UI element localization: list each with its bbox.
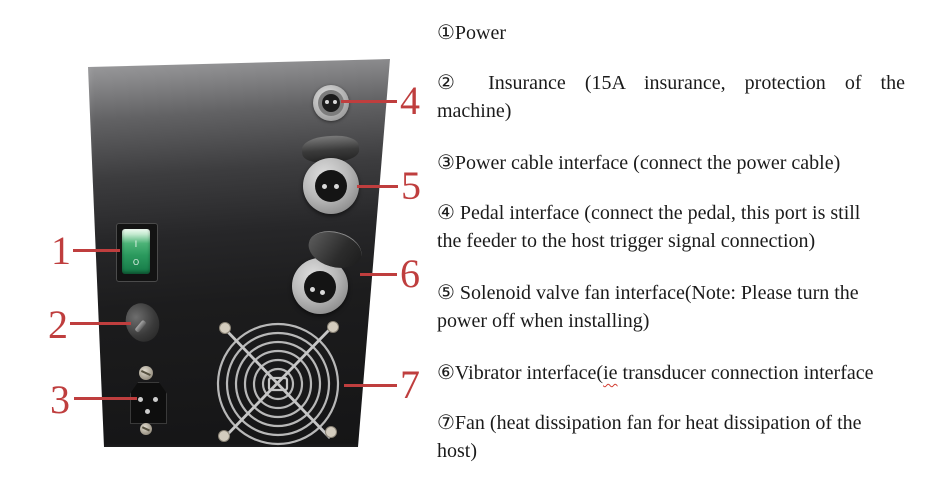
description-power-cable-interface: ③Power cable interface (connect the powe…: [437, 152, 841, 174]
connector-socket: [322, 94, 340, 112]
connector-socket: [315, 170, 347, 202]
description-vibrator-interface: ⑥Vibrator interface(ie transducer connec…: [437, 362, 874, 384]
inlet-socket: [130, 382, 167, 424]
callout-line-1: [73, 249, 120, 252]
callout-number-6: 6: [400, 251, 420, 296]
switch-on-mark: I: [134, 240, 138, 250]
inlet-pin: [153, 397, 158, 402]
callout-line-5: [357, 185, 398, 188]
cooling-fan-grille: [214, 320, 342, 447]
vibrator-interface-connector: [292, 225, 366, 320]
connector-socket: [304, 271, 336, 303]
description-solenoid-valve-fan-interface: ⑤ Solenoid valve fan interface(Note: Ple…: [437, 282, 859, 332]
fuse-cap-slot: [134, 319, 147, 333]
description-power: ①Power: [437, 22, 507, 44]
inlet-screw-bottom: [140, 423, 152, 435]
description-pedal-interface: ④ Pedal interface (connect the pedal, th…: [437, 202, 861, 252]
callout-line-4: [341, 100, 397, 103]
switch-off-mark: O: [132, 258, 140, 267]
spellcheck-underline: ie: [603, 362, 618, 384]
callout-number-7: 7: [400, 362, 420, 407]
inlet-pin: [145, 409, 150, 414]
connector-ring: [303, 158, 359, 214]
power-switch: I O: [116, 223, 158, 282]
machine-back-panel-photo: I O: [88, 59, 390, 447]
description-fan: ⑦Fan (heat dissipation fan for heat diss…: [437, 412, 862, 462]
callout-line-6: [360, 273, 397, 276]
callout-line-7: [344, 384, 397, 387]
pedal-interface-connector: [313, 85, 349, 121]
callout-line-3: [74, 397, 137, 400]
power-switch-rocker: I O: [122, 229, 150, 274]
callout-number-5: 5: [401, 163, 421, 208]
fan-guard-graphic: [216, 321, 340, 446]
solenoid-valve-fan-connector: [300, 134, 364, 220]
description-insurance: ② Insurance (15A insurance, protection o…: [437, 72, 905, 122]
inlet-screw-top: [139, 366, 153, 380]
callout-line-2: [70, 322, 131, 325]
callout-number-1: 1: [51, 228, 71, 273]
power-cable-inlet: [129, 366, 167, 436]
inlet-pin: [138, 397, 143, 402]
callout-number-3: 3: [50, 377, 70, 422]
callout-number-2: 2: [48, 302, 68, 347]
callout-number-4: 4: [400, 78, 420, 123]
